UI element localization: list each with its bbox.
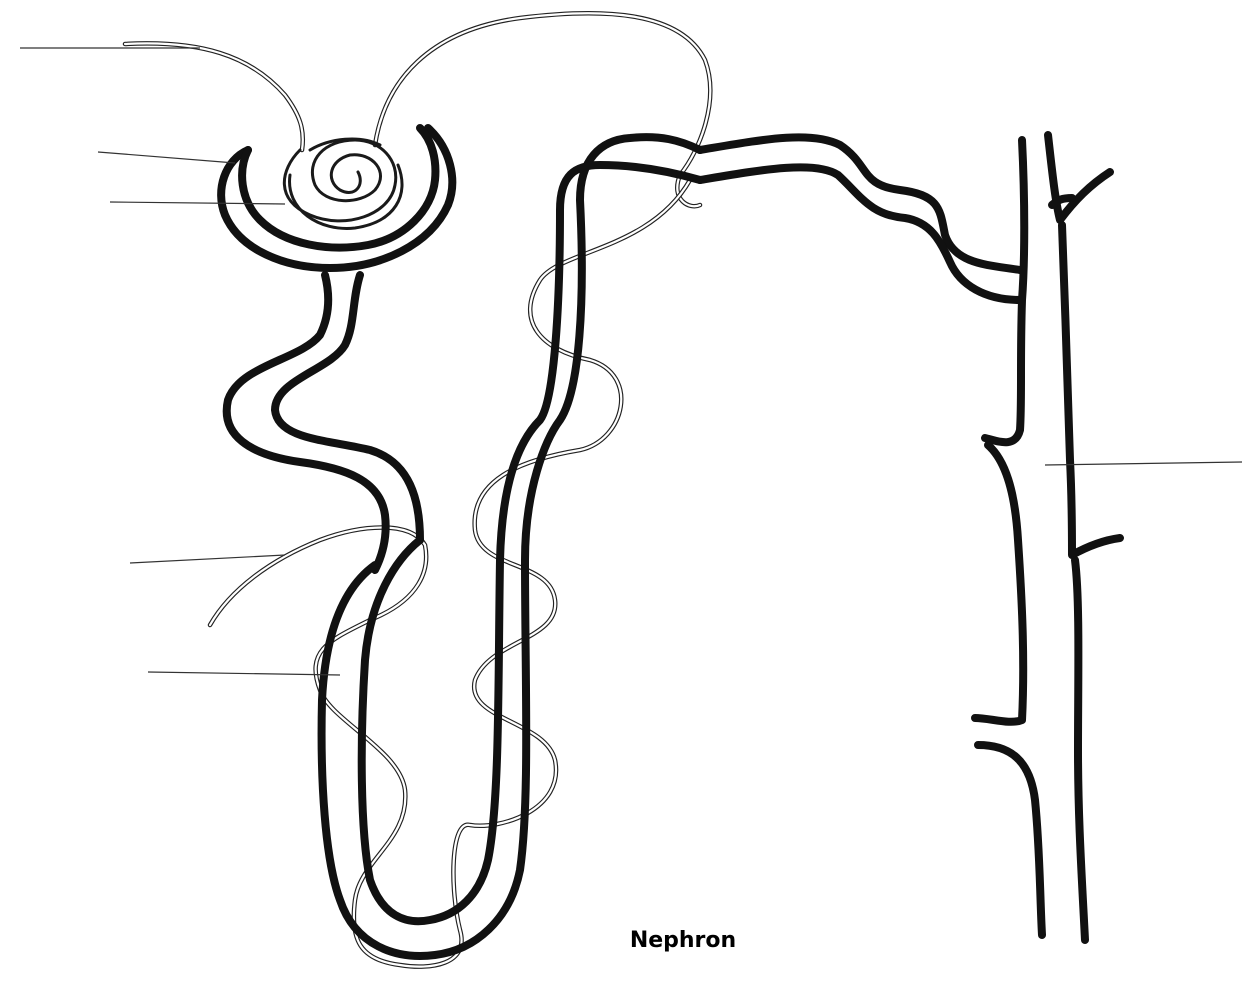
peritubular-capillaries [210, 180, 690, 967]
bowmans-capsule [221, 128, 452, 268]
label-line-loop [148, 672, 340, 675]
collecting-duct [975, 135, 1120, 940]
label-lines [20, 48, 1242, 675]
efferent-arteriole [375, 13, 710, 206]
label-line-glomerulus [110, 202, 285, 204]
afferent-arteriole [125, 43, 303, 150]
glomerulus [284, 139, 402, 228]
label-line-collecting-duct [1045, 462, 1242, 465]
label-line-capsule [98, 152, 235, 163]
distal-convoluted-tubule [700, 137, 1020, 300]
label-line-capillary [130, 555, 285, 563]
diagram-caption: Nephron [60, 928, 1246, 953]
